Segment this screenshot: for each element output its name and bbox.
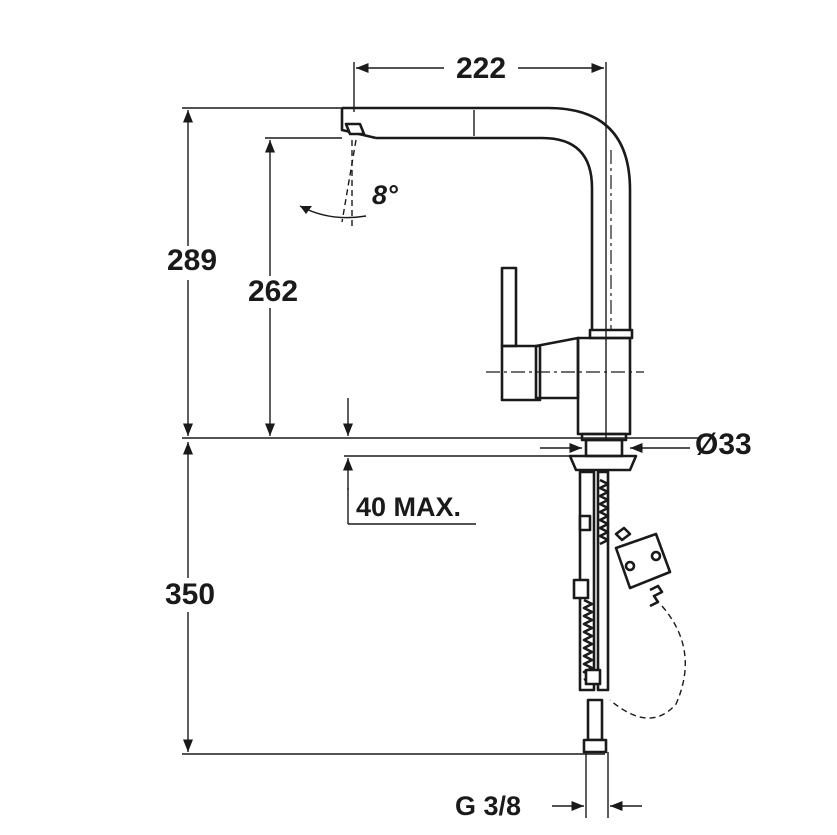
dimension-spout-height: 262: [248, 137, 342, 436]
faucet-body: [340, 106, 644, 442]
dimension-label-40-max: 40 MAX.: [356, 492, 461, 522]
swivel-angle-indicator: 8°: [299, 139, 398, 226]
weight-connector: [609, 526, 686, 719]
dimension-total-height: 289: [167, 107, 345, 436]
dimension-mounting-hole: Ø33: [540, 428, 752, 461]
dimension-below-deck: 350: [165, 442, 605, 755]
dimension-label-262: 262: [248, 275, 298, 308]
dimension-deck-thickness: 40 MAX.: [342, 398, 476, 525]
supply-hose: [572, 470, 610, 754]
dimension-label-289: 289: [167, 244, 217, 277]
dimension-label-350: 350: [165, 578, 215, 611]
dimension-connection-thread: G 3/8: [455, 752, 642, 821]
dimension-label-g38: G 3/8: [455, 791, 521, 821]
dimension-label-33: Ø33: [695, 428, 752, 461]
angle-label: 8°: [372, 180, 398, 210]
mounting-nut: [568, 438, 638, 472]
dimension-label-222: 222: [456, 52, 506, 85]
